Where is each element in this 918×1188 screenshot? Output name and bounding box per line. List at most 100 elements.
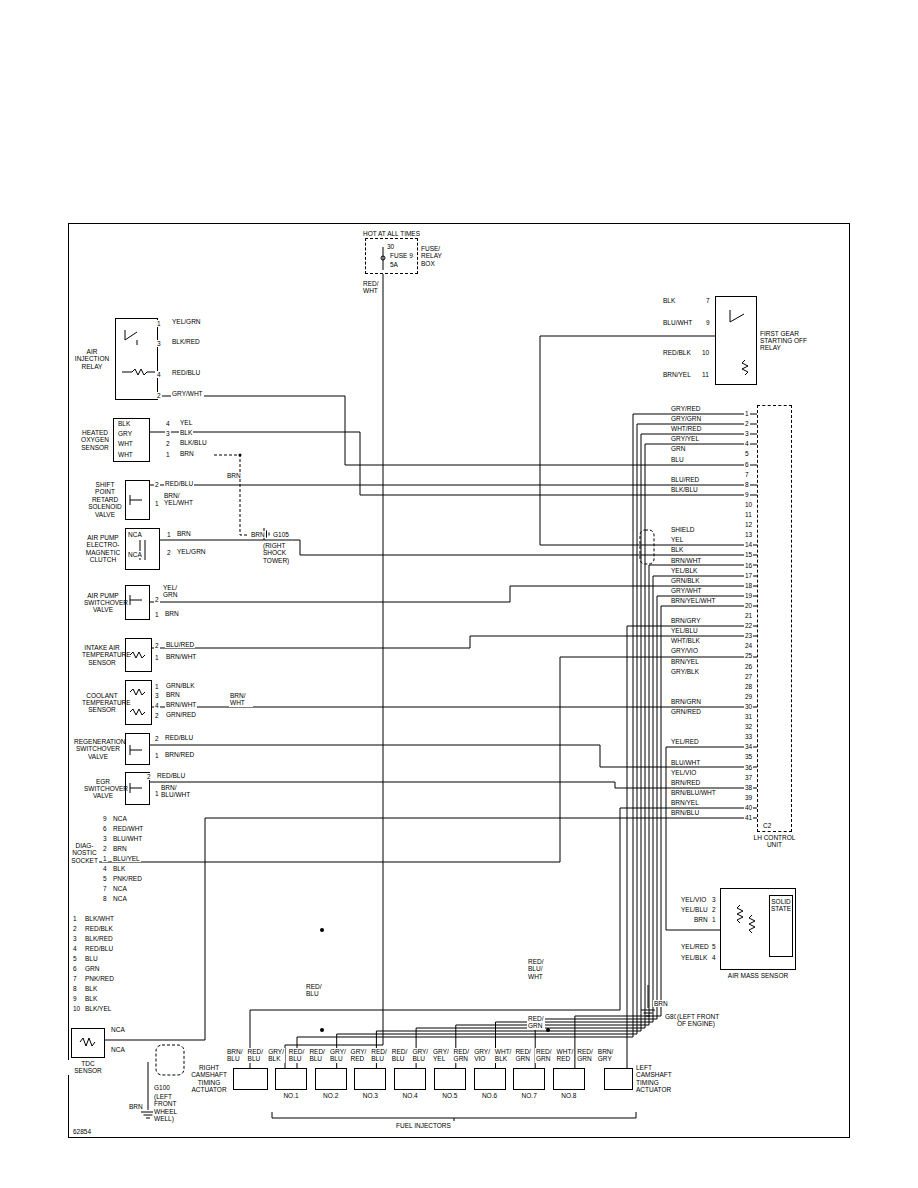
- component-label: INTAKE AIR TEMPERATURE SENSOR: [82, 644, 122, 666]
- wire-label: 1: [154, 683, 160, 690]
- component-label: REGENERATION SWITCHOVER VALVE: [74, 738, 122, 760]
- wire-label: 4: [165, 420, 171, 427]
- wire-label: 11: [744, 511, 753, 518]
- wire-label: 35: [744, 753, 753, 760]
- wire-label: 4: [72, 945, 78, 952]
- wire-label: BRN/BLU/WHT: [670, 789, 717, 796]
- wire-label: 6: [72, 965, 78, 972]
- wire-label: 2: [72, 925, 78, 932]
- wire-label: 3: [744, 430, 750, 437]
- sensor-coil: [80, 1038, 95, 1046]
- wire-label: GRN/RED: [670, 708, 702, 715]
- wire-label: 19: [744, 592, 753, 599]
- wire-label: BLU/WHT: [670, 759, 701, 766]
- wire-label: 30: [744, 703, 753, 710]
- wire-label: BRN/YEL: [670, 658, 700, 665]
- wire-label: 15: [744, 551, 753, 558]
- wire-label: BRN/YEL: [670, 799, 700, 806]
- wire-label: GRY/ YEL: [432, 1048, 450, 1063]
- fuse-symbol: [381, 256, 385, 260]
- wire-label: YEL/RED: [670, 738, 700, 745]
- component-label: NO.7: [514, 1092, 544, 1099]
- wire-label: BRN/ YEL/WHT: [163, 492, 195, 507]
- wire-label: NCA: [112, 895, 128, 902]
- wire-label: BRN/GRN: [670, 698, 702, 705]
- component-box: NO.6: [474, 1068, 506, 1090]
- wire-label: NCA: [127, 551, 143, 558]
- wire-label: RED/ GRN: [527, 1015, 545, 1030]
- component-box: AIR MASS SENSORSOLID STATE: [720, 888, 796, 970]
- wire-label: GRY/WHT: [670, 587, 703, 594]
- wire-label: BRN/YEL/WHT: [670, 597, 716, 604]
- wire-label: 38: [744, 784, 753, 791]
- wire-label: GRN/RED: [165, 711, 197, 718]
- wire-label: GRN/BLK: [165, 682, 196, 689]
- wire-label: YEL/BLU: [680, 906, 709, 913]
- wire-label: YEL/VIO: [670, 769, 697, 776]
- wire-label: 5: [744, 450, 750, 457]
- wire-label: 4: [102, 865, 108, 872]
- wire-label: 33: [744, 733, 753, 740]
- resistor-symbol: [737, 905, 755, 933]
- wire-label: GRY: [117, 430, 133, 437]
- wire-label: 9: [705, 319, 711, 326]
- relay-switch: [125, 330, 137, 345]
- wire-label: BLK/BLU: [179, 439, 208, 446]
- wire-label: 1: [165, 451, 171, 458]
- wire-label: GRN: [670, 445, 686, 452]
- wire-label: RED/ BLU: [288, 1048, 306, 1063]
- wire-label: WHT/BLK: [670, 637, 701, 644]
- wire-label: C2: [762, 822, 772, 829]
- wire-label: BRN: [112, 845, 128, 852]
- wire: [535, 596, 757, 1068]
- wire-label: BLU/WHT: [662, 319, 693, 326]
- wire-label: BRN/ BLU: [226, 1048, 244, 1063]
- wire-label: BRN: [128, 1103, 144, 1110]
- wire-label: RED/ BLU: [305, 983, 323, 998]
- wire-label: 3: [154, 692, 160, 699]
- wire-label: RED/ BLU: [247, 1048, 265, 1063]
- wire-label: 5: [72, 955, 78, 962]
- wire-label: 7: [744, 471, 750, 478]
- ground-wire: [214, 455, 247, 535]
- wire-label: 10: [701, 349, 710, 356]
- wire-label: RED/ WHT: [362, 280, 380, 295]
- wire-label: NCA: [127, 531, 143, 538]
- wire-label: 1: [711, 916, 717, 923]
- wire-label: BRN: [250, 531, 266, 538]
- component-box: AIR PUMP SWITCHOVER VALVE: [125, 585, 150, 620]
- component-label: NO.4: [395, 1092, 425, 1099]
- wire-label: NCA: [112, 815, 128, 822]
- wire-label: 2: [154, 735, 160, 742]
- wire-label: 1: [166, 531, 172, 538]
- component-label: LEFT CAMSHAFT TIMING ACTUATOR: [636, 1064, 676, 1094]
- wire-label: 32: [744, 723, 753, 730]
- wire: [105, 818, 757, 1040]
- wire-label: BRN/ BLU/WHT: [160, 784, 194, 799]
- wire-label: 8: [72, 985, 78, 992]
- wire-label: (LEFT FRONT WHEEL WELL): [153, 1093, 185, 1123]
- wire-label: RED/ GRN: [535, 1048, 553, 1063]
- component-box: RIGHT CAMSHAFT TIMING ACTUATOR: [233, 1068, 268, 1090]
- wire: [337, 424, 757, 1068]
- splice-dot: [320, 1028, 324, 1032]
- wire-label: 40: [744, 804, 753, 811]
- wire-label: 7: [72, 975, 78, 982]
- component-box: NO.3: [354, 1068, 386, 1090]
- wire-label: BRN/GRY: [670, 617, 702, 624]
- wire-label: 41: [744, 814, 753, 821]
- wire-label: RED/ BLU/ WHT: [527, 958, 545, 980]
- wire-label: 1: [156, 320, 162, 327]
- wire: [150, 485, 757, 486]
- wire-label: FUEL INJECTORS: [395, 1122, 452, 1129]
- component-label: AIR PUMP SWITCHOVER VALVE: [84, 591, 122, 613]
- component-box: REGENERATION SWITCHOVER VALVE: [125, 733, 150, 765]
- splice-dot: [320, 928, 324, 932]
- component-box: NO.7: [513, 1068, 545, 1090]
- wire-label: BLU/WHT: [112, 835, 143, 842]
- wire-label: GRY/VIO: [670, 647, 699, 654]
- resistor-symbol: [130, 689, 145, 695]
- wire-label: 22: [744, 622, 753, 629]
- wire-label: BRN: [653, 1000, 669, 1007]
